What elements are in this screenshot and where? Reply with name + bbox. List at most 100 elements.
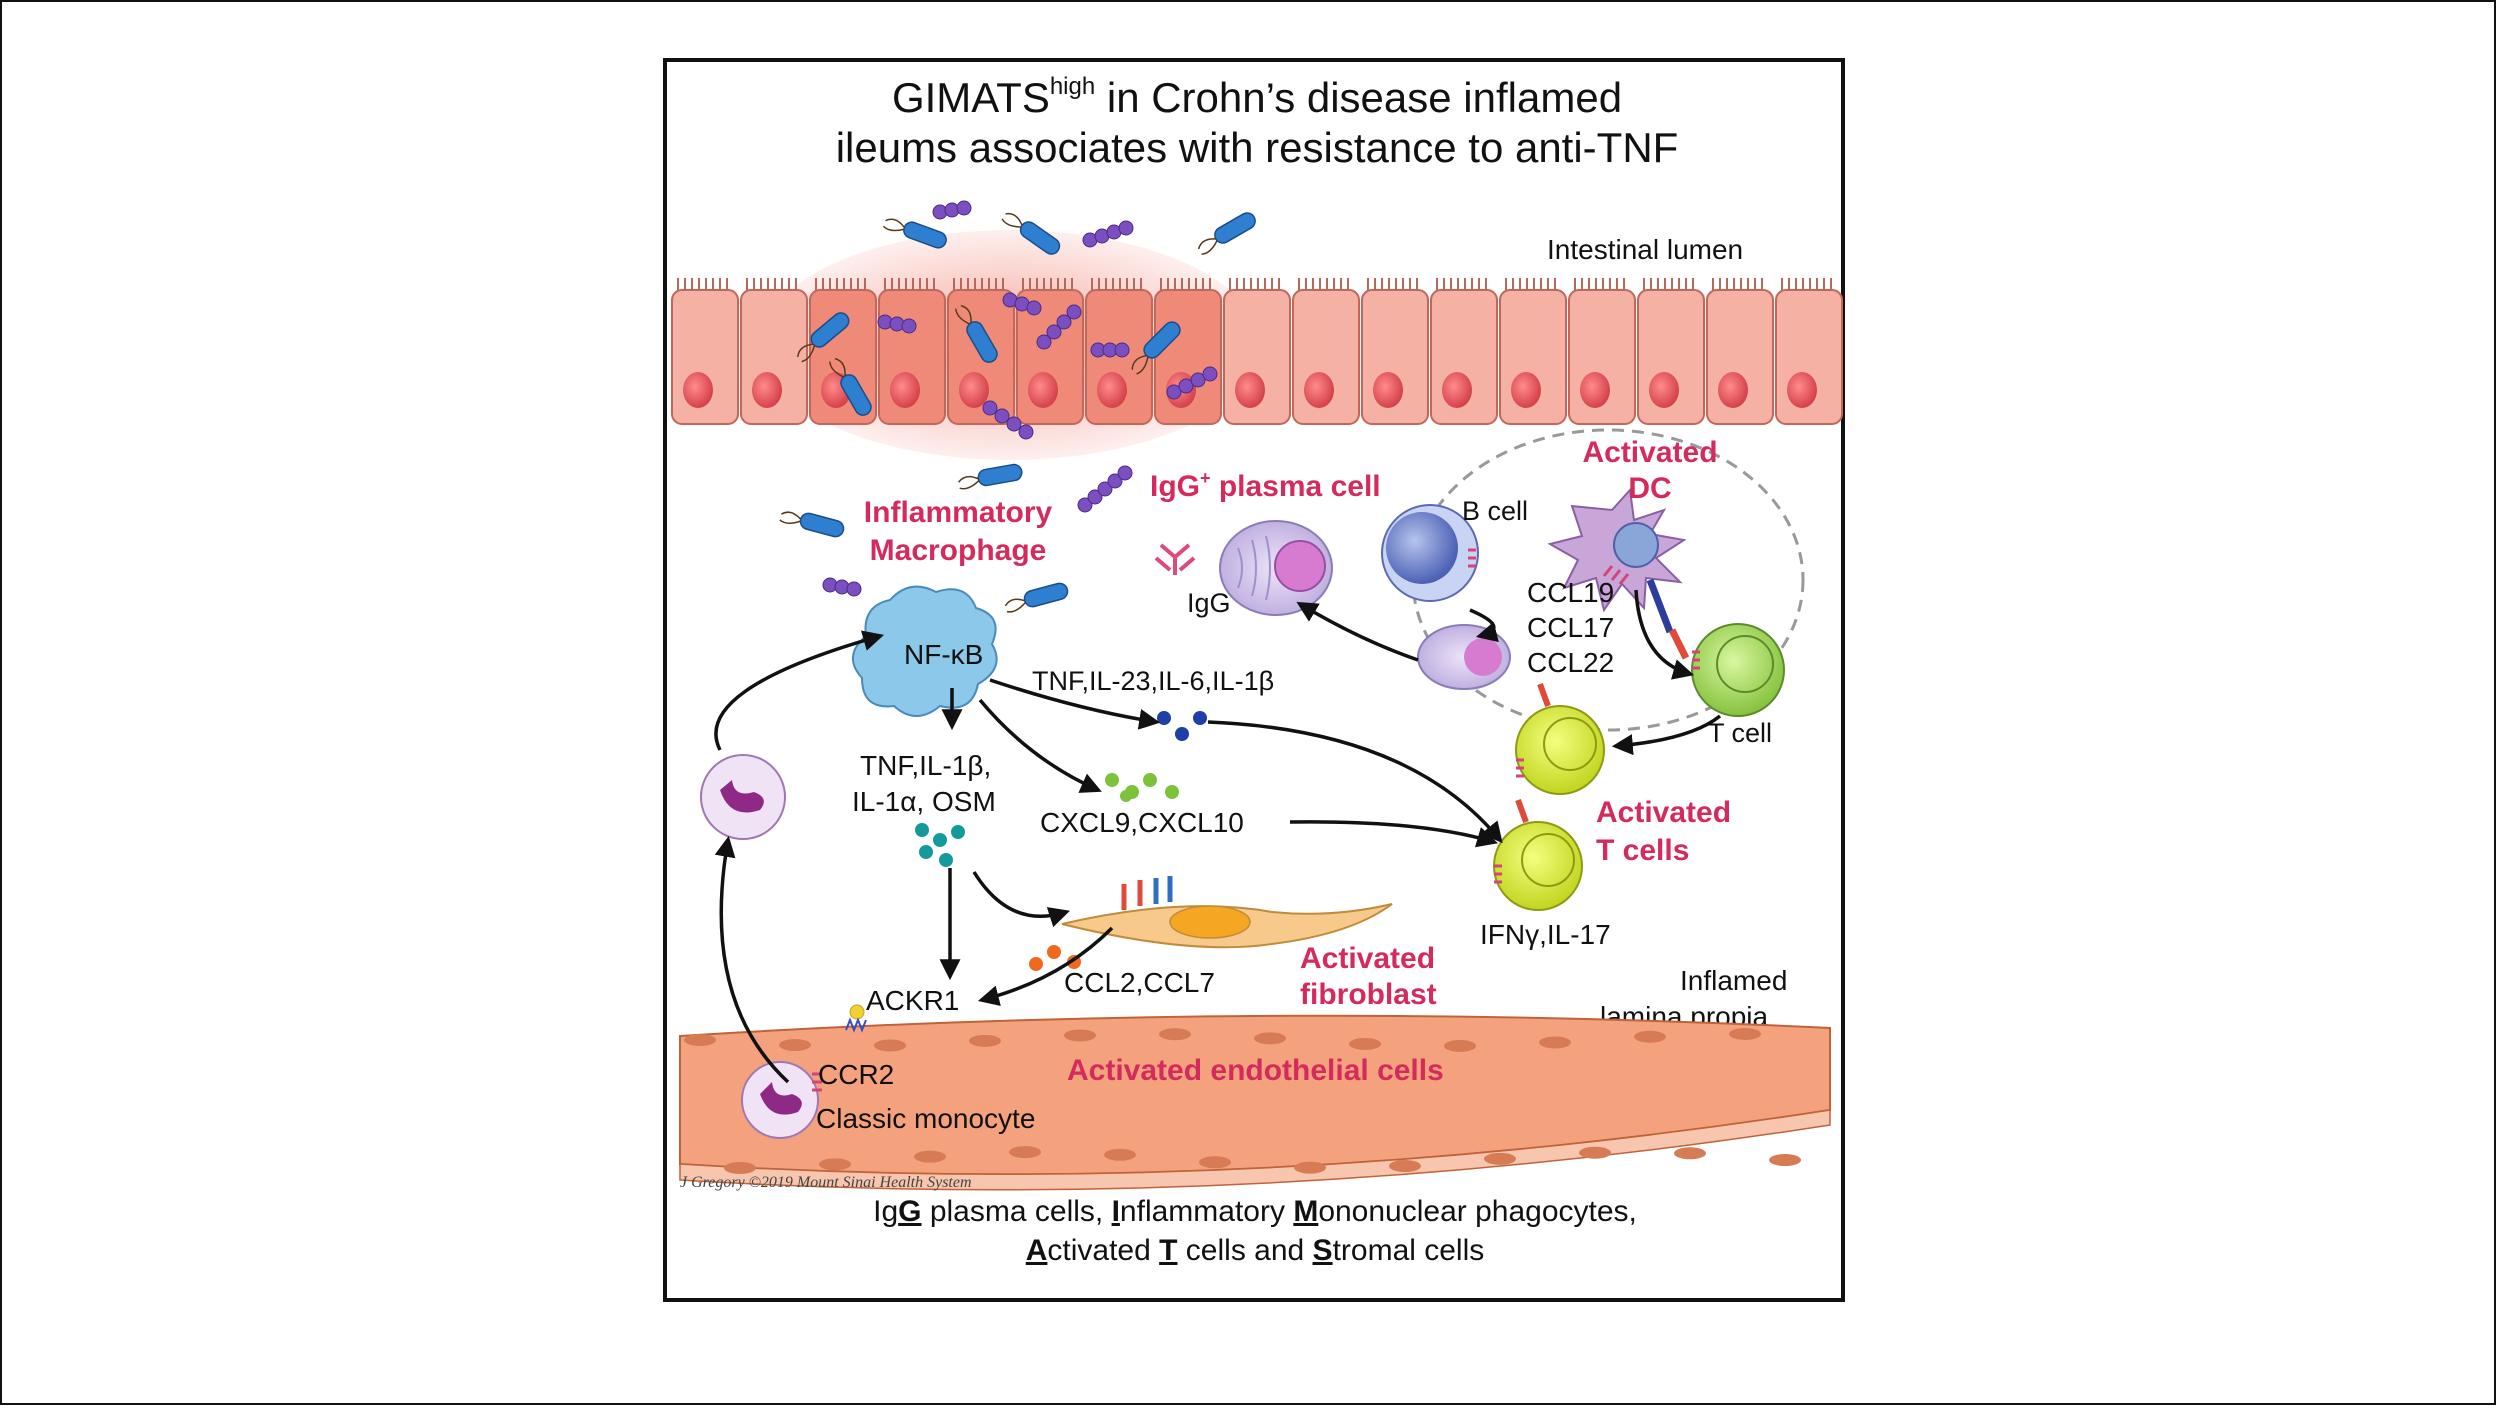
cytokine-dots-blue — [1157, 711, 1207, 741]
endothelial-nucleus — [819, 1158, 851, 1171]
activated-t-cell-top — [1515, 682, 1605, 795]
epithelial-cell — [1223, 278, 1291, 425]
epithelial-cell — [1154, 278, 1222, 425]
endothelial-nucleus — [724, 1162, 756, 1174]
epithelium — [671, 230, 1843, 460]
b-cell-label: B cell — [1462, 496, 1528, 526]
pathway-arrows — [714, 589, 1722, 1084]
epithelial-cell — [1361, 278, 1429, 425]
nfkb-label: NF-κB — [904, 639, 983, 670]
rod-bacterium — [1001, 212, 1061, 255]
endothelial-nucleus — [1634, 1030, 1666, 1043]
epithelial-cell — [1292, 278, 1360, 425]
footer-segment: cells and — [1177, 1234, 1312, 1267]
endothelial-nucleus — [1444, 1039, 1476, 1052]
rod-bacterium — [829, 357, 872, 416]
cocci-chain — [1077, 465, 1133, 513]
endothelial-nucleus — [1539, 1036, 1571, 1049]
endothelial-nucleus — [1064, 1029, 1096, 1042]
cocci-chain — [822, 577, 862, 597]
igg-plasma-cell-label: IgG+ plasma cell — [1150, 468, 1381, 503]
endothelium — [679, 1014, 1831, 1191]
epithelial-cell — [1637, 278, 1705, 425]
rod-bacterium — [882, 218, 947, 249]
endothelial-nucleus — [969, 1034, 1001, 1047]
rod-bacterium — [797, 312, 850, 363]
endothelial-nucleus — [914, 1150, 946, 1163]
footer-segment: ononuclear phagocytes, — [1318, 1195, 1637, 1228]
cocci-chain — [1002, 292, 1042, 316]
endothelial-nucleus — [1674, 1147, 1706, 1160]
footer-segment: A — [1026, 1234, 1048, 1267]
cocci-chain — [932, 200, 972, 220]
rod-bacterium — [1131, 321, 1181, 375]
footer-segment: M — [1293, 1195, 1318, 1228]
epithelial-cell — [671, 278, 739, 425]
epithelial-cell — [1499, 278, 1567, 425]
epithelial-cell — [1430, 278, 1498, 425]
diagram-title-line2: ileums associates with resistance to ant… — [836, 124, 1679, 171]
endothelial-nucleus — [1199, 1156, 1231, 1169]
t-cell — [1691, 623, 1785, 717]
igg-label: IgG — [1187, 588, 1231, 618]
circulating-monocyte — [700, 754, 786, 840]
cxcl9-label: CXCL9,CXCL10 — [1040, 807, 1244, 838]
t-cell-label: T cell — [1708, 718, 1772, 748]
epithelial-cell — [1568, 278, 1636, 425]
endothelial-nucleus — [1579, 1146, 1611, 1159]
footer-segment: nflammatory — [1120, 1195, 1293, 1228]
rod-bacterium — [1197, 212, 1256, 255]
diagram-title-line1: GIMATShigh in Crohn’s disease inflamed — [892, 73, 1622, 121]
cocci-chain — [982, 400, 1034, 440]
igg-plasma-cell — [1219, 520, 1333, 616]
footer-segment: S — [1313, 1234, 1333, 1267]
igg-antibody-icon — [1154, 543, 1196, 575]
footer-segment: plasma cells, — [922, 1195, 1112, 1228]
ccl19-label: CCL19 — [1527, 577, 1614, 608]
ccl2-ccl7-label: CCL2,CCL7 — [1064, 967, 1215, 998]
rod-bacterium — [958, 463, 1023, 490]
classic-monocyte — [741, 1061, 822, 1139]
epithelial-cell — [1775, 278, 1843, 425]
endothelial-nucleus — [684, 1034, 716, 1046]
footer-segment: G — [898, 1195, 921, 1228]
endothelial-nucleus — [1254, 1032, 1286, 1045]
b-cell — [1381, 504, 1479, 602]
epithelial-cell — [1085, 278, 1153, 425]
endothelial-nucleus — [1484, 1152, 1516, 1165]
footer-segment: T — [1159, 1234, 1177, 1267]
endothelial-nucleus — [1389, 1160, 1421, 1173]
ifng-label: IFNγ,IL-17 — [1480, 919, 1611, 950]
cytokine-dots-green — [1105, 773, 1179, 802]
cocci-chain — [877, 314, 917, 334]
epithelial-cell — [1706, 278, 1774, 425]
footer-line1: IgG plasma cells, Inflammatory Mononucle… — [873, 1195, 1637, 1228]
cytokine-dots-teal — [915, 823, 965, 867]
bacteria-group — [779, 200, 1256, 613]
endothelial-nucleus — [1104, 1148, 1136, 1161]
endothelial-nucleus — [1159, 1028, 1191, 1041]
ccr2-label: CCR2 — [818, 1059, 894, 1090]
ccl17-label: CCL17 — [1527, 612, 1614, 643]
activated-dc — [1547, 487, 1690, 660]
footer-segment: ctivated — [1047, 1234, 1159, 1267]
intestinal-lumen-label: Intestinal lumen — [1547, 234, 1743, 265]
footer-line2: Activated T cells and Stromal cells — [1026, 1234, 1485, 1267]
epithelial-cell — [740, 278, 808, 425]
footer-segment: Ig — [873, 1195, 898, 1228]
activated-endothelial-label: Activated endothelial cells — [1067, 1054, 1444, 1087]
tnf-il1b-label: TNF,IL-1β,IL-1α, OSM — [852, 750, 996, 817]
rod-bacterium — [1004, 582, 1069, 613]
endothelial-nucleus — [1294, 1161, 1326, 1174]
ackr1-label: ACKR1 — [866, 985, 959, 1016]
endothelial-nucleus — [1729, 1028, 1761, 1040]
classic-monocyte-label: Classic monocyte — [816, 1103, 1035, 1134]
footer-segment: I — [1112, 1195, 1120, 1228]
rod-bacterium — [779, 511, 845, 538]
endothelial-nucleus — [779, 1039, 811, 1052]
inflammatory-macrophage — [852, 585, 998, 717]
